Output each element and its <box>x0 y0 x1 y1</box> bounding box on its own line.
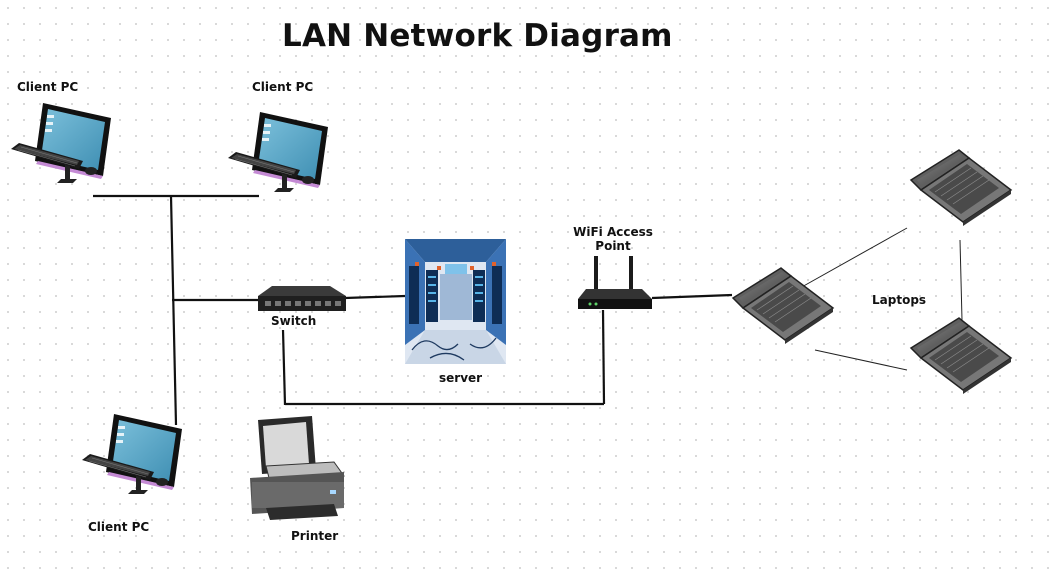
link-ap-laptop <box>651 293 733 300</box>
server-icon <box>405 239 506 364</box>
link-backbone-vertical <box>169 195 178 426</box>
wireless-links <box>799 227 963 371</box>
link-ap-vertical <box>601 309 606 405</box>
wifi-label-line2: Point <box>595 239 631 253</box>
client-pc-3-label: Client PC <box>88 520 150 534</box>
laptop-2 <box>910 149 1012 227</box>
laptops-label: Laptops <box>872 293 927 307</box>
wireless-link-2 <box>814 349 908 371</box>
client-pc-2 <box>227 111 329 193</box>
page-title: LAN Network Diagram <box>282 18 673 54</box>
wireless-link-3 <box>959 239 963 321</box>
laptop-3 <box>910 317 1012 395</box>
link-switch-server <box>344 294 406 300</box>
client-pc-3 <box>81 413 183 495</box>
printer-label: Printer <box>291 529 339 543</box>
wireless-link-1 <box>799 227 908 289</box>
client-pc-1 <box>10 102 112 184</box>
printer-icon <box>250 416 345 520</box>
switch-label: Switch <box>271 314 317 328</box>
client-pc-2-label: Client PC <box>252 80 314 94</box>
client-pc-1-label: Client PC <box>17 80 79 94</box>
server-label: server <box>439 371 483 385</box>
link-switch-printer <box>281 329 287 406</box>
laptop-1 <box>732 267 834 345</box>
wifi-access-point-icon <box>578 256 652 309</box>
switch-icon <box>258 286 346 311</box>
wifi-access-point-label: WiFi Access Point <box>568 225 658 253</box>
connection-lines <box>93 194 733 426</box>
wifi-label-line1: WiFi Access <box>573 225 653 239</box>
